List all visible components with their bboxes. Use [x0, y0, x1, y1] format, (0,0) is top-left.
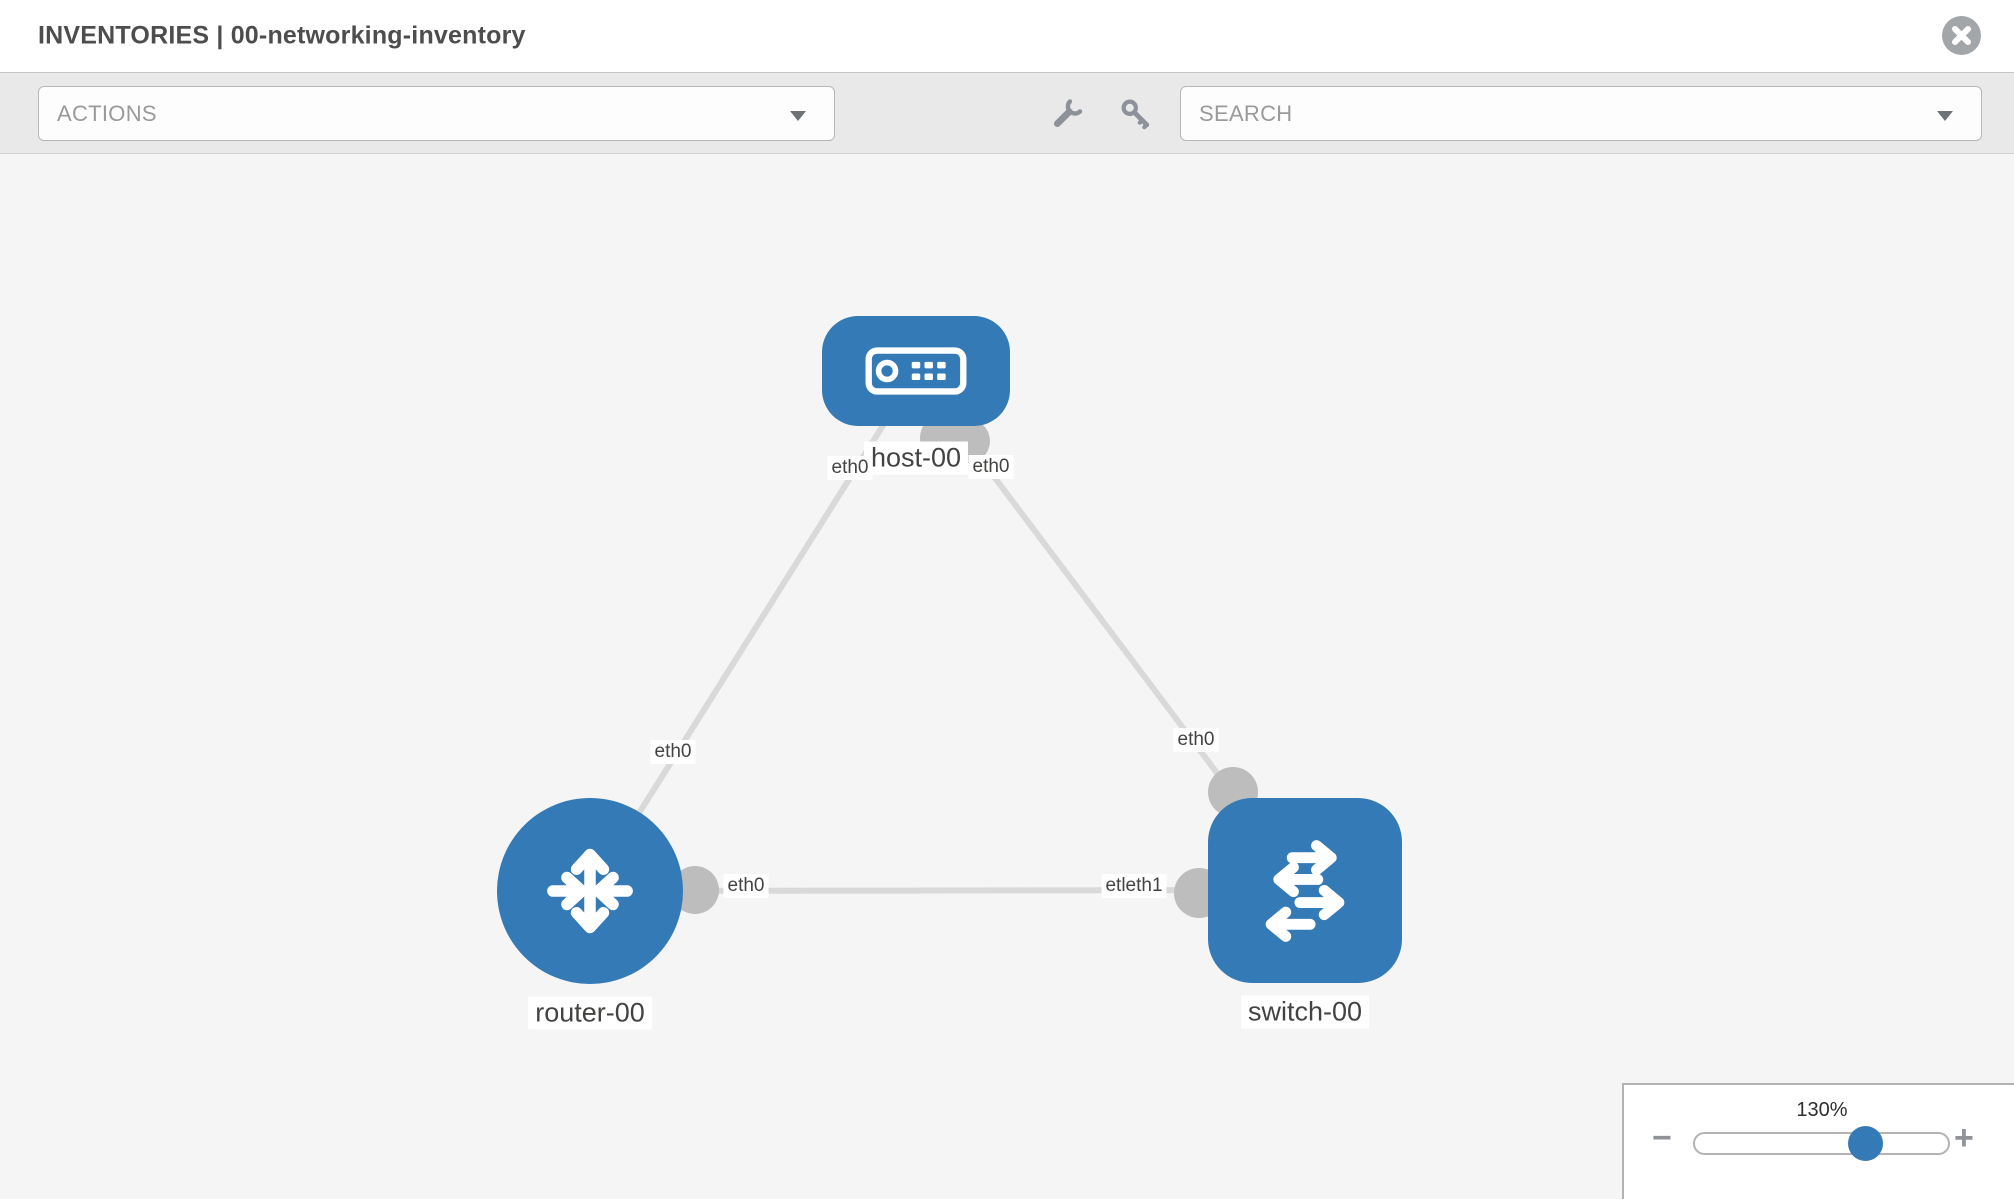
close-button[interactable] [1942, 16, 1981, 55]
actions-dropdown-label: ACTIONS [57, 100, 157, 126]
interface-label-switch-eth1: etleth1 [1101, 874, 1167, 898]
chevron-down-icon [790, 110, 806, 121]
zoom-percentage: 130% [1796, 1099, 1848, 1121]
actions-dropdown[interactable]: ACTIONS [38, 86, 835, 141]
zoom-slider-thumb[interactable] [1848, 1126, 1883, 1161]
zoom-out-button[interactable]: − [1652, 1119, 1672, 1157]
node-label-router: router-00 [528, 996, 652, 1030]
node-label-switch: switch-00 [1240, 995, 1370, 1029]
node-label-host: host-00 [863, 441, 969, 475]
header: INVENTORIES | 00-networking-inventory [0, 0, 2014, 72]
interface-label-host-right: eth0 [968, 455, 1014, 479]
search-dropdown[interactable]: SEARCH [1180, 86, 1982, 141]
node-switch-00[interactable] [1208, 798, 1402, 983]
node-host-00[interactable] [822, 316, 1010, 426]
topology-canvas[interactable]: host-00 router-00 switch-00 eth0 eth0 et… [0, 154, 2014, 1199]
toolbar: ACTIONS SEARCH [0, 72, 2014, 154]
interface-dot-router-eth0[interactable] [671, 866, 719, 914]
interface-label-host-left: eth0 [827, 456, 873, 480]
zoom-in-button[interactable]: + [1954, 1119, 1974, 1157]
interface-label-router-uplink: eth0 [650, 740, 696, 764]
host-icon [865, 347, 967, 395]
chevron-down-icon [1937, 110, 1953, 121]
router-icon [547, 848, 633, 934]
zoom-control-panel: 130% − + [1622, 1083, 2014, 1199]
node-router-00[interactable] [497, 798, 683, 984]
interface-label-router-eth0: eth0 [723, 874, 769, 898]
page-title: INVENTORIES | 00-networking-inventory [38, 21, 526, 50]
close-icon [1952, 26, 1971, 45]
links-layer [587, 371, 1308, 918]
switch-icon [1265, 839, 1345, 942]
interface-label-switch-uplink: eth0 [1173, 728, 1219, 752]
wrench-icon[interactable] [1050, 97, 1084, 131]
key-icon[interactable] [1119, 97, 1153, 131]
zoom-slider-track[interactable] [1693, 1132, 1950, 1155]
search-dropdown-label: SEARCH [1199, 100, 1293, 126]
